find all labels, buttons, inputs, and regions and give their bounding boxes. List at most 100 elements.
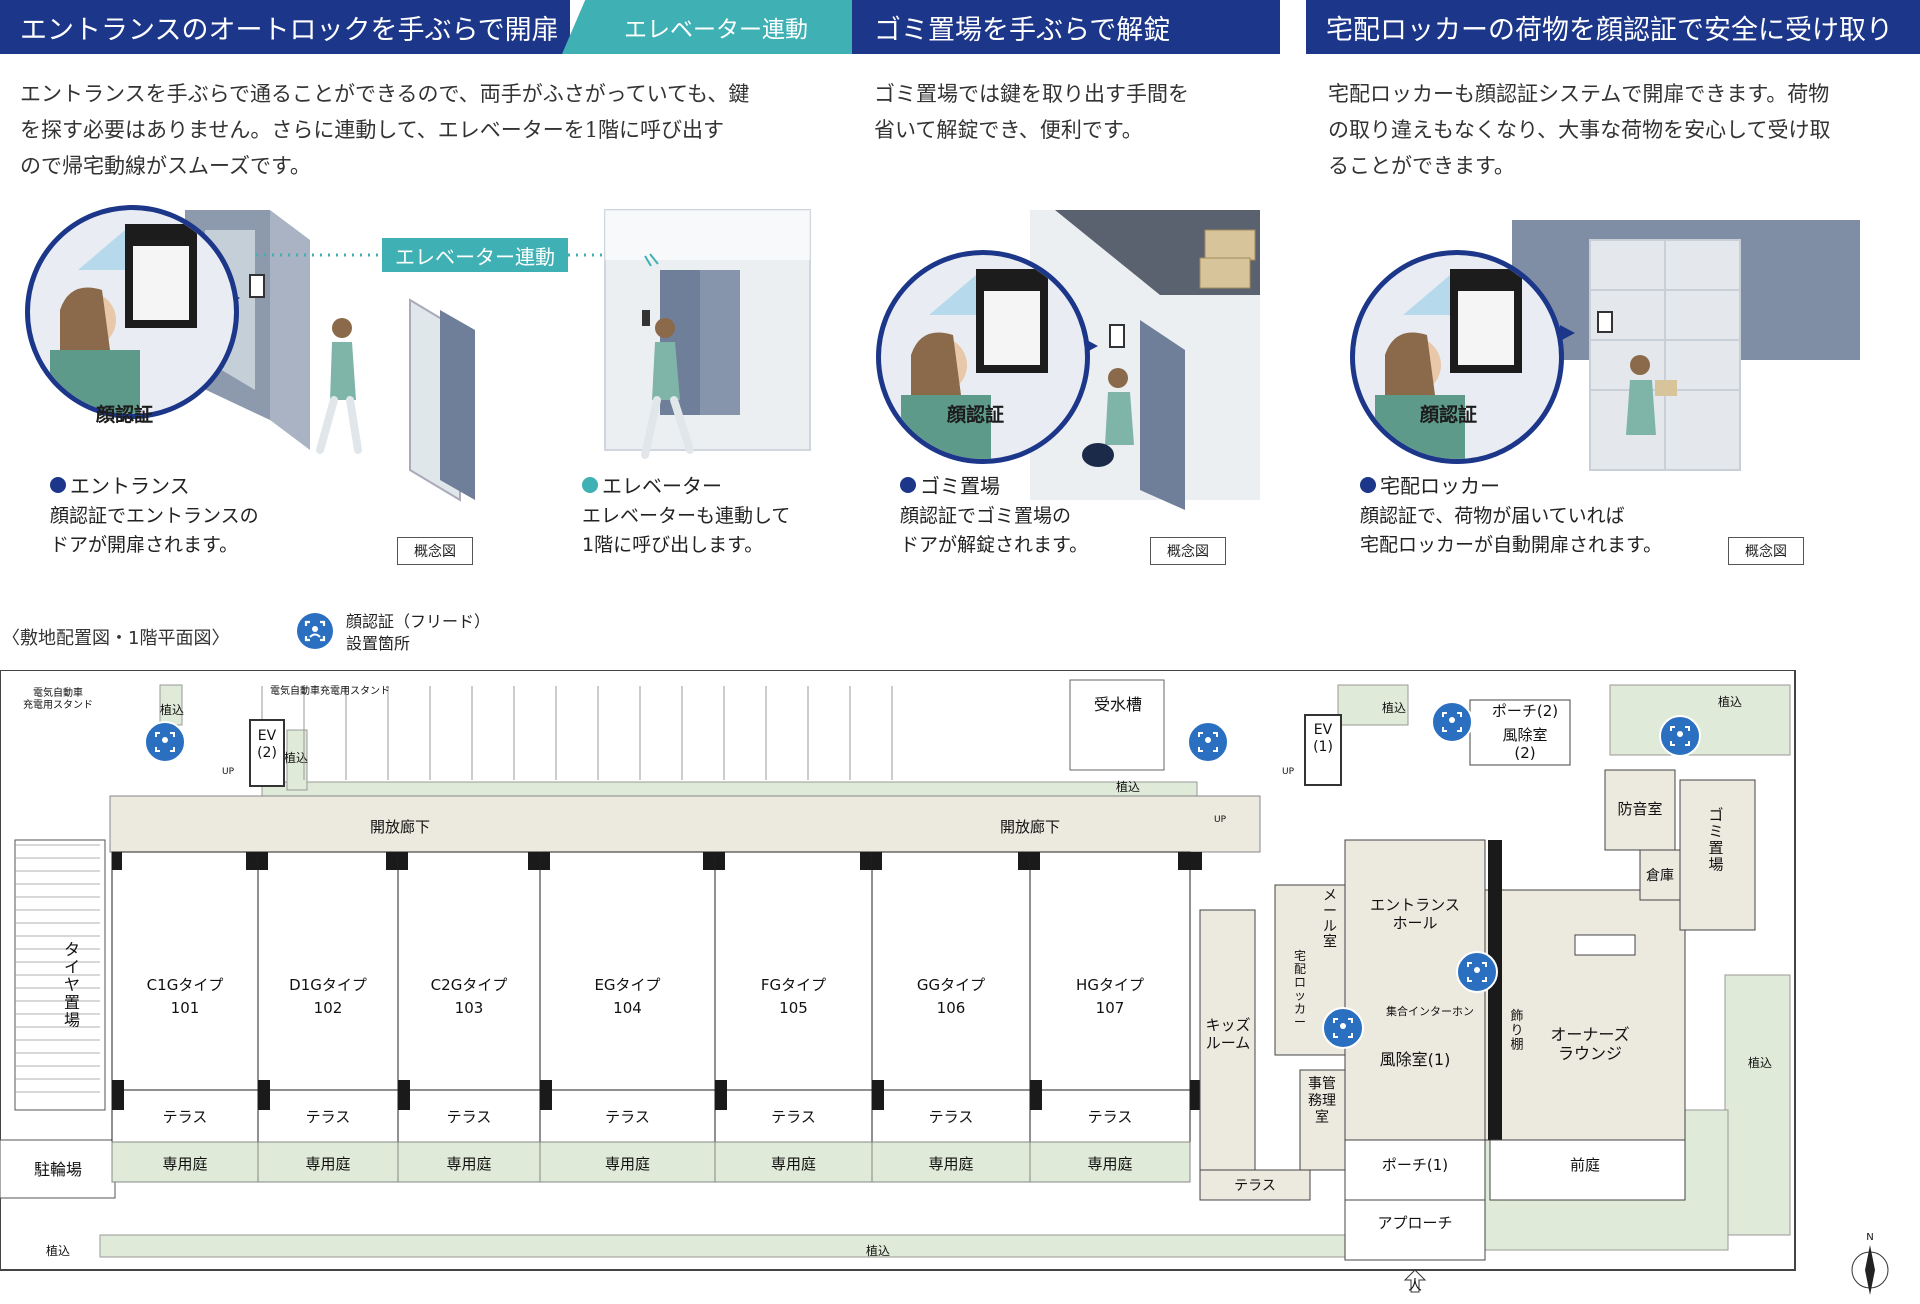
wall-column [703, 852, 715, 870]
compass-needle-icon [1865, 1245, 1875, 1295]
description-garbage-line: 省いて解錠でき、便利です。 [874, 118, 1143, 142]
unit-number-label: 102 [314, 999, 343, 1017]
wall-column [1190, 1080, 1202, 1110]
ev2-label: EV(2) [257, 728, 277, 761]
header-elevator-tag-text: エレベーター連動 [624, 17, 808, 43]
unit-type-label: C2Gタイプ [431, 976, 508, 994]
private-garden [397, 1141, 541, 1183]
planting-area-ev2 [286, 729, 308, 791]
water-tank-label: 受水槽 [1094, 695, 1142, 714]
garden-label: 専用庭 [162, 1155, 207, 1173]
caption-elevator-title: エレベーター [582, 470, 722, 499]
planting-label: 植込 [1718, 694, 1742, 709]
unit-type-label: EGタイプ [594, 976, 660, 994]
unit-room [111, 851, 259, 1091]
plan-legend-line: 顔認証（フリード） [346, 612, 491, 631]
caption-entrance-line: ドアが開扉されます。 [50, 534, 239, 556]
terrace [539, 1089, 716, 1143]
caption-entrance-title-text: エントランス [70, 474, 190, 498]
garden-label: 専用庭 [1087, 1155, 1132, 1173]
description-locker-line: ることができます。 [1328, 154, 1515, 178]
header-locker: 宅配ロッカーの荷物を顔認証で安全に受け取り [1306, 0, 1920, 54]
unit-number-label: 103 [455, 999, 484, 1017]
plan-legend-line: 設置箇所 [346, 634, 411, 653]
face-auth-icon [901, 269, 1048, 459]
unit-room [257, 851, 399, 1091]
terrace-label: テラス [163, 1108, 208, 1126]
wall-column [112, 852, 122, 870]
face-auth-marker-icon [1456, 951, 1498, 993]
windbreak1-label: 風除室(1) [1380, 1050, 1451, 1069]
office-label: 事管務理室 [1308, 1076, 1336, 1126]
unit-number-label: 106 [937, 999, 966, 1017]
caption-locker-title-text: 宅配ロッカー [1380, 474, 1500, 498]
face-auth-marker-icon [1187, 721, 1229, 763]
unit-type-label: GGタイプ [917, 976, 985, 994]
concept-badge-entrance: 概念図 [397, 537, 473, 565]
up-label: UP [1282, 767, 1295, 777]
wall-column [715, 1080, 727, 1110]
storage-label: 倉庫 [1646, 867, 1674, 884]
front-garden-label: 前庭 [1570, 1156, 1600, 1174]
face-auth-marker-icon [1322, 1007, 1364, 1049]
wall-column [386, 852, 398, 870]
garden-label: 専用庭 [771, 1155, 816, 1173]
face-auth-marker-icon [144, 721, 186, 763]
caption-entrance-title: エントランス [50, 470, 190, 499]
porch2-area [1469, 699, 1571, 766]
caption-elevator-line: 1階に呼び出します。 [582, 534, 764, 556]
windbreak2-label: 風除室(2) [1502, 726, 1547, 762]
wall-column [258, 852, 268, 870]
elevator-scene [604, 209, 811, 459]
porch2-label: ポーチ(2) [1492, 702, 1558, 720]
owners-lounge [1484, 889, 1686, 1141]
site-outline [0, 670, 1796, 1271]
unit-room [871, 851, 1031, 1091]
concept-badge-locker: 概念図 [1728, 537, 1804, 565]
header-garbage-text: ゴミ置場を手ぶらで解錠 [874, 14, 1171, 46]
caption-elevator-title-text: エレベーター [602, 474, 722, 498]
wall-column [112, 1080, 124, 1110]
kids-room [1199, 909, 1256, 1171]
corridor-label: 開放廊下 [1000, 818, 1060, 836]
mail-room-label: メール室 [1323, 888, 1337, 950]
caption-garbage-line: 顔認証でゴミ置場の [900, 505, 1072, 527]
corridor-label: 開放廊下 [370, 818, 430, 836]
unit-type-label: HGタイプ [1076, 976, 1144, 994]
kids-room-label: キッズルーム [1205, 1016, 1250, 1052]
unit-number-label: 107 [1096, 999, 1125, 1017]
caption-elevator-line: エレベーターも連動して [582, 505, 791, 527]
caption-garbage-title-text: ゴミ置場 [920, 474, 1000, 498]
unit-type-label: FGタイプ [761, 976, 826, 994]
small-terrace-label: テラス [1234, 1178, 1276, 1194]
description-entrance-line: エントランスを手ぶらで通ることができるので、両手がふさがっていても、鍵 [20, 82, 750, 106]
wall-column [715, 852, 725, 870]
planting-label: 植込 [866, 1243, 890, 1258]
concept-badge-garbage: 概念図 [1150, 537, 1226, 565]
navy-dot-icon [1360, 476, 1376, 493]
garbage-room-label: ゴミ置場 [1708, 806, 1723, 874]
unit-number-label: 104 [613, 999, 642, 1017]
teal-dot-icon [582, 476, 598, 493]
description-locker-line: 宅配ロッカーも顔認証システムで開扉できます。荷物 [1328, 82, 1830, 106]
caption-locker-line: 顔認証で、荷物が届いていれば [1360, 505, 1625, 527]
header-locker-text: 宅配ロッカーの荷物を顔認証で安全に受け取り [1326, 14, 1893, 46]
header-elevator-tag: エレベーター連動 [562, 0, 852, 54]
shelf-label: 飾り棚 [1510, 1009, 1523, 1053]
face-auth-label-entrance: 顔認証 [96, 404, 154, 426]
bicycle-parking [0, 1139, 116, 1199]
face-auth-icon [50, 224, 197, 414]
entrance-hall-label: エントランスホール [1370, 896, 1460, 932]
delivery-locker-label: 宅配ロッカー [1294, 948, 1306, 1029]
wall-column [540, 852, 550, 870]
illustrations-svg [185, 209, 1860, 510]
intercom-label: 集合インターホン [1386, 1004, 1474, 1018]
unit-type-label: C1Gタイプ [147, 976, 224, 994]
garden-label: 専用庭 [446, 1155, 491, 1173]
wall-column [1190, 852, 1202, 870]
terrace [714, 1089, 873, 1143]
planting-label: 植込 [284, 750, 308, 765]
private-garden [257, 1141, 399, 1183]
face-auth-icon [1375, 269, 1522, 459]
wall-column [246, 852, 258, 870]
